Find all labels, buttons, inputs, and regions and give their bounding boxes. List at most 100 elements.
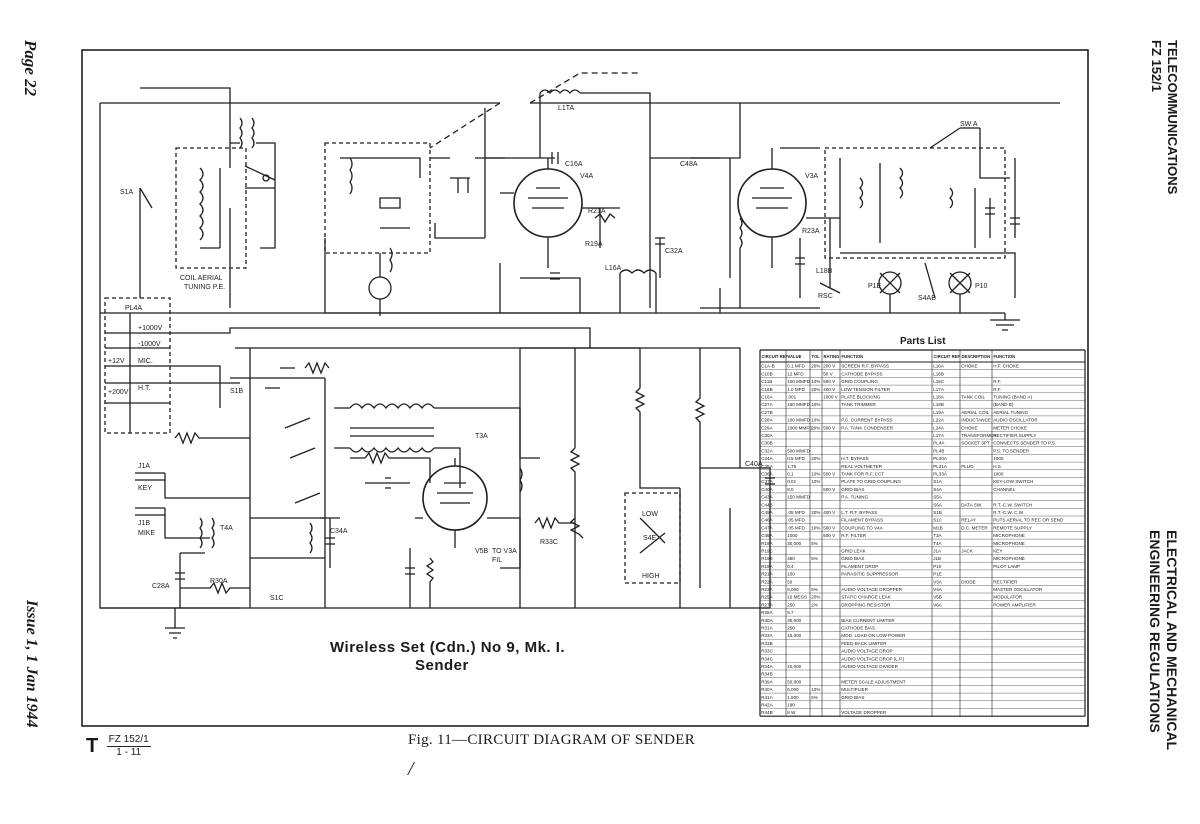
label-c48a: C48A xyxy=(680,161,698,168)
parts-cell-left: R23A xyxy=(761,587,773,592)
parts-cell-left: L.T. R.F. BYPASS xyxy=(841,510,877,515)
parts-cell-left: R19B xyxy=(761,556,773,561)
parts-cell-left: 0.1 MFD xyxy=(787,364,805,369)
label-tuning: TUNING P.E. xyxy=(184,284,225,291)
parts-cell-left: PLATE TO GRID COUPLING xyxy=(841,479,901,484)
code-letter: T xyxy=(86,735,99,757)
code-block: T FZ 152/1 1 - 11 xyxy=(86,734,151,759)
label-mic: MIC. xyxy=(138,358,153,365)
parts-cell-right: TANK COIL xyxy=(961,395,985,400)
tube-v5b xyxy=(422,465,488,531)
label-r21a: R21A xyxy=(588,208,606,215)
parts-cell-left: C46A xyxy=(761,518,773,523)
parts-cell-left: 20% xyxy=(811,595,820,600)
parts-cell-left: 8.0 xyxy=(787,487,794,492)
parts-cell-left: C1A-B xyxy=(761,364,775,369)
resistor-r33c xyxy=(534,516,575,530)
parts-cell-right: DIODE xyxy=(961,579,976,584)
parts-cell-left: C37A xyxy=(761,479,773,484)
parts-cell-right: H.S. xyxy=(993,464,1002,469)
label-j1a: J1A xyxy=(138,463,150,470)
parts-cell-left: CATHODE BIAS xyxy=(841,626,875,631)
label-12v: +12V xyxy=(108,358,125,365)
parts-cell-left: 1,800 xyxy=(787,695,799,700)
parts-cell-left: P.A. TUNING xyxy=(841,495,868,500)
label-s4ab: S4AB xyxy=(918,295,936,302)
issue-date: Issue 1, 1 Jan 1944 xyxy=(23,600,40,728)
oscillator-box xyxy=(324,142,431,254)
parts-cell-left: C27B xyxy=(761,410,773,415)
parts-cell-right: PL30A xyxy=(933,456,948,461)
figure-caption: Fig. 11—CIRCUIT DIAGRAM OF SENDER xyxy=(408,732,696,748)
parts-cell-left: 12 MFD xyxy=(787,371,804,376)
parts-cell-right: S1B xyxy=(933,510,942,515)
parts-cell-left: H.T. BYPASS xyxy=(841,456,869,461)
label-ht: H.T. xyxy=(138,385,151,392)
parts-cell-right: AUDIO OSCILLATOR xyxy=(993,418,1038,423)
parts-cell-left: 0.01 xyxy=(787,479,796,484)
label-l1ta: L1TA xyxy=(558,105,575,112)
parts-cell-left: 480 xyxy=(787,556,795,561)
parts-cell-right: L24A xyxy=(933,425,945,430)
parts-cell-left: 200 V xyxy=(823,364,836,369)
parts-cell-left: R33B xyxy=(761,641,773,646)
parts-cell-left: C40A xyxy=(761,487,773,492)
parts-cell-right: KEY-LOW SWITCH xyxy=(993,479,1033,484)
parts-cell-left: R34B xyxy=(761,672,773,677)
parts-cell-right: PL4B xyxy=(933,448,944,453)
label-s1a: S1A xyxy=(120,189,134,196)
parts-cell-right: DATA SW. xyxy=(961,502,982,507)
parts-cell-left: 1.0 MFD xyxy=(787,387,805,392)
transformer-t3a xyxy=(349,403,435,437)
meter-m1b xyxy=(368,276,392,300)
parts-cell-left: R31A xyxy=(761,626,773,631)
label-v3a: V3A xyxy=(805,173,819,180)
resistor-r21a xyxy=(594,213,616,224)
handwritten-mark: / xyxy=(408,758,414,780)
parts-cell-left: 500 V xyxy=(823,525,836,530)
code-bottom: 1 - 11 xyxy=(116,747,142,758)
label-r33c: R33C xyxy=(540,539,558,546)
parts-cell-right: TUNING (BAND A) xyxy=(993,395,1032,400)
parts-cell-left: 20% xyxy=(811,456,820,461)
parts-cell-left: 20% xyxy=(811,387,820,392)
label-c16a: C16A xyxy=(565,161,583,168)
parts-cell-left: R41A xyxy=(761,695,773,700)
parts-cell-left: 20% xyxy=(811,425,820,430)
parts-cell-right: R.T.-C.W. SWITCH xyxy=(993,502,1032,507)
parts-cell-left: C47A xyxy=(761,525,773,530)
parts-cell-left: .05 MFD xyxy=(787,525,805,530)
parts-cell-left: R34C xyxy=(761,656,773,661)
page-number: Page 22 xyxy=(21,40,40,97)
parts-cell-left: 500 MMFD xyxy=(787,448,810,453)
parts-cell-right: PL33A xyxy=(933,472,948,477)
tube-v4a xyxy=(513,168,583,238)
parts-cell-left: 20% xyxy=(811,364,820,369)
parts-cell-left: 10,000 xyxy=(787,664,801,669)
parts-cell-left: C30B xyxy=(761,441,773,446)
parts-cell-left: MULTIPLIER xyxy=(841,687,868,692)
circuit-diagram: COIL AERIAL TUNING P.E. S1A L1TA C16A C4… xyxy=(81,49,1089,727)
parts-cell-left: 500 V xyxy=(823,379,836,384)
parts-cell-right: V5B xyxy=(933,595,942,600)
parts-cell-left: 8 W xyxy=(787,710,796,715)
header-right-line1: TELECOMMUNICATIONS xyxy=(1165,40,1180,195)
parts-cell-left: 500 V xyxy=(823,472,836,477)
parts-cell-left: VOLTAGE DROPPER xyxy=(841,710,887,715)
label-pl4a: PL4A xyxy=(125,305,142,312)
footer-right-line1: ELECTRICAL AND MECHANICAL xyxy=(1164,530,1180,751)
parts-cell-right: P.S. TO SENDER xyxy=(993,448,1030,453)
parts-cell-left: 160 MMFD xyxy=(787,402,810,407)
parts-cell-left: CATHODE BYPASS xyxy=(841,371,882,376)
parts-cell-left: 0.1 xyxy=(787,472,794,477)
parts-cell-left: C16A xyxy=(761,395,773,400)
label-t3a: T3A xyxy=(475,433,488,440)
label-coil-aerial: COIL AERIAL xyxy=(180,275,223,282)
parts-cell-left: FILAMENT DROP xyxy=(841,564,878,569)
parts-cell-left: 1.75 xyxy=(787,464,796,469)
parts-cell-right: METER CHOKE xyxy=(993,425,1027,430)
label-v4a: V4A xyxy=(580,173,594,180)
parts-cell-left: C29A xyxy=(761,425,773,430)
parts-cell-right: L22A xyxy=(933,418,945,423)
footer-right-line2: ENGINEERING REGULATIONS xyxy=(1147,530,1163,733)
